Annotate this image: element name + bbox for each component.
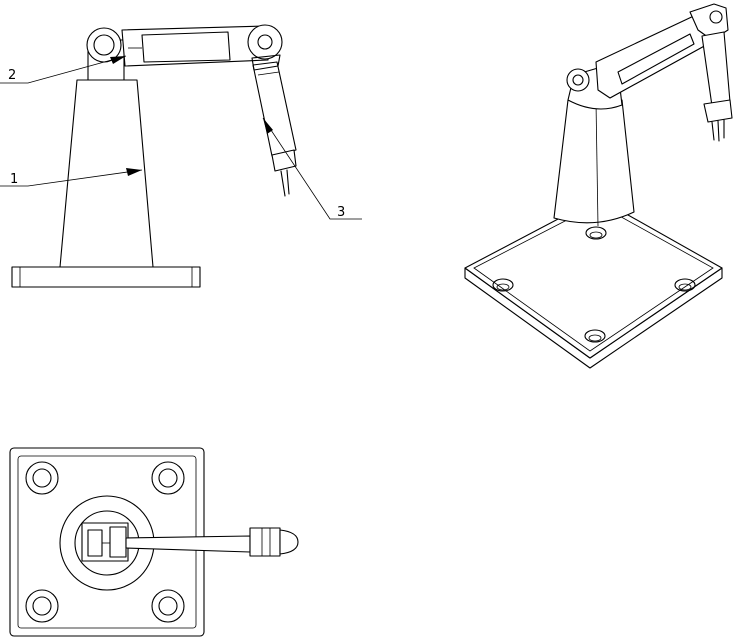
iso-mounting-holes (492, 226, 696, 343)
callout-leader-3 (262, 117, 362, 220)
iso-column (553, 99, 635, 224)
front-view (11, 24, 297, 288)
callout-label-2: 2 (8, 68, 16, 83)
callout-leader-1 (0, 169, 143, 187)
callout-label-1: 1 (10, 172, 18, 187)
top-mounting-holes (25, 461, 185, 623)
top-elbow-block (249, 527, 281, 557)
isometric-view (464, 3, 733, 369)
front-upper-arm (121, 25, 269, 67)
top-view (9, 447, 299, 637)
front-elbow-joint (247, 24, 283, 60)
front-forearm (252, 61, 297, 157)
front-tool-holder (271, 149, 297, 172)
top-arm (125, 535, 251, 553)
iso-base-plate-top (464, 197, 723, 359)
front-base-plate (11, 266, 201, 288)
iso-elbow (689, 3, 729, 41)
callout-group: 1 2 3 (0, 55, 362, 220)
callout-label-3: 3 (337, 205, 345, 220)
iso-tool-holder (703, 99, 733, 123)
top-tool-tip (279, 529, 299, 555)
iso-forearm (701, 31, 731, 107)
front-tool-tip (280, 170, 286, 197)
front-column (59, 79, 154, 268)
callout-leader-2 (0, 55, 127, 84)
iso-upper-arm (595, 13, 713, 99)
iso-shoulder-hub (566, 68, 590, 92)
